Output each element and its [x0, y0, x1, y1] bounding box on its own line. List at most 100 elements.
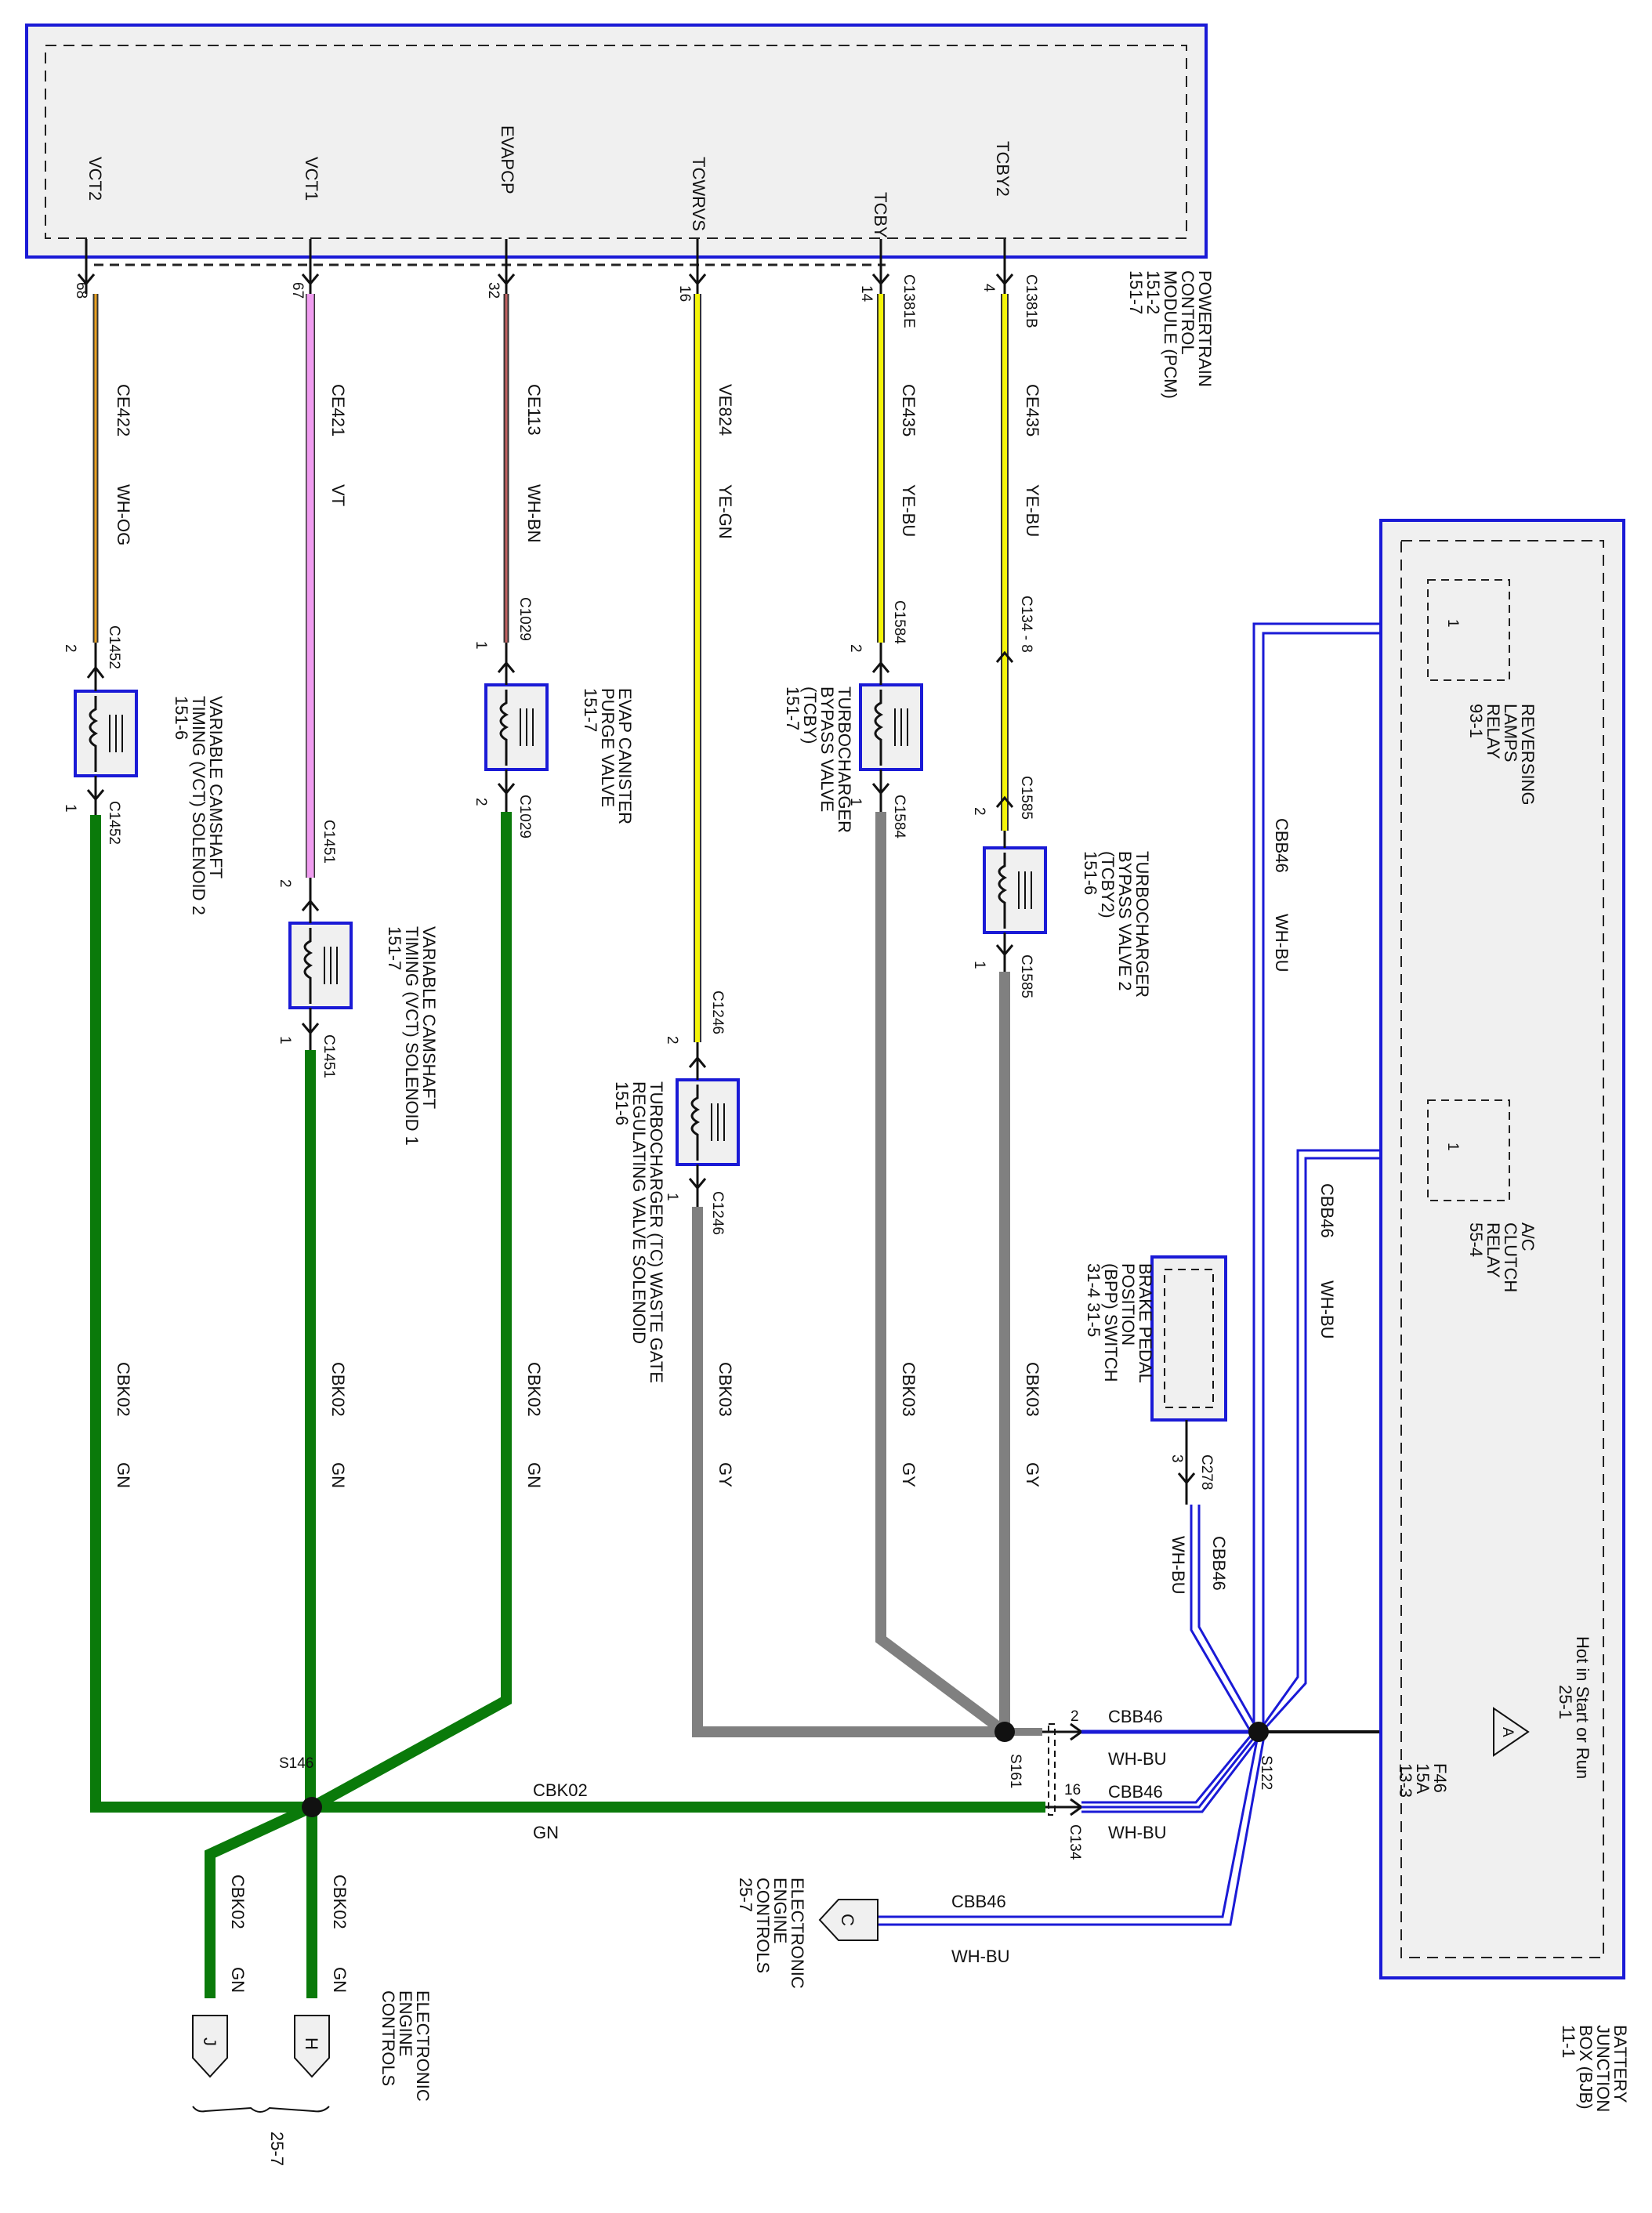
svg-text:2: 2: [847, 644, 864, 653]
svg-text:POWERTRAIN: POWERTRAIN: [1195, 270, 1215, 387]
svg-text:ENGINE: ENGINE: [770, 1878, 790, 1943]
svg-text:CBB46: CBB46: [1108, 1782, 1163, 1802]
svg-text:GN: GN: [330, 1967, 350, 1993]
eec-tags: J H 25-7 ELECTRONIC ENGINE CONTROLS: [192, 1990, 433, 2166]
wire-ce435-a: CE435: [899, 384, 918, 436]
svg-text:CBB46: CBB46: [1209, 1536, 1229, 1591]
svg-text:BYPASS VALVE 2: BYPASS VALVE 2: [1115, 851, 1135, 991]
pcm-pin-vct2: VCT2: [85, 157, 105, 201]
svg-text:TURBOCHARGER (TC) WASTE GATE: TURBOCHARGER (TC) WASTE GATE: [647, 1081, 666, 1383]
svg-text:25-7: 25-7: [736, 1878, 755, 1912]
battery-junction-box: 1 1 A: [1379, 519, 1625, 1979]
svg-text:F46: F46: [1430, 1763, 1450, 1793]
svg-text:PURGE VALVE: PURGE VALVE: [598, 688, 618, 807]
svg-text:(TCBY2): (TCBY2): [1098, 851, 1118, 918]
svg-text:TIMING (VCT) SOLENOID 1: TIMING (VCT) SOLENOID 1: [402, 926, 422, 1146]
splice-s146: [302, 1797, 322, 1817]
svg-text:BYPASS VALVE: BYPASS VALVE: [817, 686, 837, 812]
c278-label: C278: [1198, 1454, 1215, 1490]
svg-text:CBK02: CBK02: [533, 1780, 588, 1800]
svg-text:GN: GN: [328, 1462, 348, 1488]
wire-ye-bu-a: YE-BU: [899, 484, 918, 537]
wire-wh-og: WH-OG: [114, 484, 133, 545]
tcby2-valve: [983, 831, 1047, 972]
svg-text:REGULATING VALVE SOLENOID: REGULATING VALVE SOLENOID: [629, 1081, 649, 1344]
svg-text:MODULE (PCM): MODULE (PCM): [1161, 270, 1180, 399]
svg-text:1: 1: [1444, 619, 1461, 628]
pcm-pin-tcby: TCBY: [871, 192, 890, 238]
pin-num-4: 4: [980, 284, 997, 292]
c1584-bottom: C1584: [891, 795, 908, 838]
pcm-pin-evapcp: EVAPCP: [498, 125, 517, 194]
power-labels: CBB46 WH-BU CBB46 WH-BU CBB46 WH-BU CBB4…: [951, 818, 1337, 1966]
ground-labels: CBK02 GN CBK02 GN CBK02 GN CBK03 GY CBK0…: [114, 1362, 1274, 1993]
svg-text:WH-BU: WH-BU: [1108, 1823, 1167, 1842]
tag-j: J: [200, 2037, 219, 2046]
connector-c1381e: C1381E: [900, 274, 917, 328]
pcm-pin-numbers: 68 67 32 16 14 4 C1381E C1381B: [73, 274, 1039, 328]
svg-text:CBK02: CBK02: [228, 1874, 248, 1929]
svg-text:25-1: 25-1: [1556, 1685, 1575, 1719]
c1452-top: C1452: [106, 625, 122, 669]
svg-text:(TCBY): (TCBY): [800, 686, 820, 744]
wire-vt: VT: [328, 484, 348, 506]
svg-text:WH-BU: WH-BU: [951, 1947, 1010, 1966]
svg-text:55-4: 55-4: [1466, 1222, 1486, 1257]
svg-text:CBK02: CBK02: [330, 1874, 350, 1929]
svg-text:RELAY: RELAY: [1484, 1222, 1503, 1278]
c1585-bottom: C1585: [1018, 954, 1034, 998]
svg-text:CBB46: CBB46: [951, 1892, 1006, 1911]
c134-label: C134: [1067, 1824, 1083, 1860]
pcm-module: [25, 24, 1208, 266]
svg-text:2: 2: [62, 644, 78, 653]
svg-text:151-7: 151-7: [1126, 270, 1146, 314]
svg-text:151-7: 151-7: [385, 926, 404, 970]
svg-text:1: 1: [1444, 1143, 1461, 1151]
svg-text:151-6: 151-6: [1081, 851, 1100, 895]
svg-text:151-6: 151-6: [612, 1081, 632, 1125]
pcm-pin-tcwrvs: TCWRVS: [689, 157, 708, 231]
wire-ye-gn: YE-GN: [716, 484, 735, 539]
svg-text:CONTROLS: CONTROLS: [379, 1990, 398, 2086]
bjb-labels: REVERSING LAMPS RELAY 93-1 A/C CLUTCH RE…: [1396, 704, 1630, 2112]
eec-tag-c: C ELECTRONIC ENGINE CONTROLS 25-7: [736, 1878, 879, 1989]
svg-text:151-7: 151-7: [581, 688, 600, 732]
svg-text:16: 16: [1064, 1782, 1081, 1798]
svg-text:2: 2: [473, 798, 489, 806]
splice-s122: [1248, 1722, 1269, 1742]
svg-text:1: 1: [971, 961, 987, 969]
pcm-pin-tcby2: TCBY2: [993, 141, 1013, 197]
svg-text:151-2: 151-2: [1143, 270, 1163, 314]
bracket-ref: 25-7: [267, 2132, 287, 2166]
svg-text:CBK02: CBK02: [114, 1362, 133, 1417]
c1029-top: C1029: [516, 597, 533, 641]
tag-a: A: [1499, 1727, 1516, 1737]
svg-text:ENGINE: ENGINE: [396, 1990, 415, 2056]
svg-text:2: 2: [971, 807, 987, 816]
splice-s161-label: S161: [1007, 1754, 1023, 1788]
c1584-top: C1584: [891, 600, 908, 644]
svg-text:CLUTCH: CLUTCH: [1501, 1222, 1520, 1292]
svg-text:CBK03: CBK03: [899, 1362, 918, 1417]
solenoids: [74, 643, 1047, 1207]
connector-labels: C1452 2 C1452 1 C1451 2 C1451 1 C1029 1 …: [62, 596, 1034, 1235]
svg-text:151-7: 151-7: [783, 686, 802, 730]
c1246-bottom: C1246: [709, 1191, 726, 1235]
svg-text:TIMING (VCT) SOLENOID 2: TIMING (VCT) SOLENOID 2: [189, 696, 208, 915]
svg-text:CONTROLS: CONTROLS: [753, 1878, 773, 1973]
connector-c134: 2 16 C134: [1042, 1708, 1084, 1860]
svg-text:GY: GY: [716, 1462, 735, 1487]
svg-text:1: 1: [62, 804, 78, 813]
svg-text:WH-BU: WH-BU: [1168, 1536, 1188, 1595]
vct1-solenoid: [288, 878, 353, 1050]
component-labels: VARIABLE CAMSHAFT TIMING (VCT) SOLENOID …: [172, 686, 1152, 1383]
connector-c1381b: C1381B: [1023, 274, 1039, 328]
svg-text:GY: GY: [1023, 1462, 1042, 1487]
tag-c: C: [838, 1914, 857, 1926]
svg-text:POSITION: POSITION: [1118, 1263, 1138, 1346]
svg-text:3: 3: [1168, 1454, 1185, 1463]
splice-s122-label: S122: [1258, 1755, 1274, 1790]
svg-text:EVAP CANISTER: EVAP CANISTER: [615, 688, 635, 824]
wire-ce422: CE422: [114, 384, 133, 436]
svg-text:WH-BU: WH-BU: [1317, 1280, 1337, 1339]
